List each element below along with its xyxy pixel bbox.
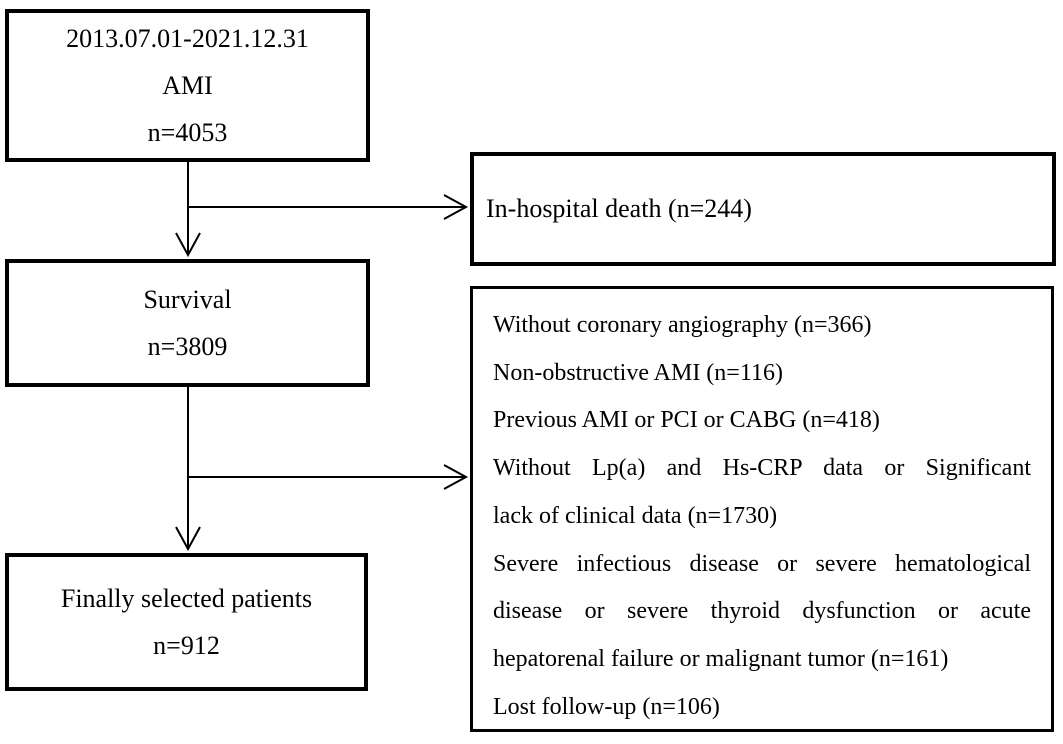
- arrow-branch-to-exclusions: [188, 464, 469, 490]
- arrowhead-down-icon: [175, 526, 201, 552]
- survival-count: n=3809: [147, 332, 228, 361]
- finally-selected-label: Finally selected patients: [60, 584, 313, 613]
- box-exclusion-criteria: Without coronary angiography (n=366) Non…: [470, 286, 1054, 732]
- study-period-text: 2013.07.01-2021.12.31: [66, 24, 309, 53]
- box-finally-selected: Finally selected patients n=912: [5, 553, 368, 691]
- arrowhead-right-icon: [443, 464, 469, 490]
- exclusion-line: Without coronary angiography (n=366): [493, 312, 872, 338]
- exclusion-line: Severe infectious disease or severe hema…: [493, 550, 1031, 577]
- arrowhead-down-icon: [175, 232, 201, 258]
- arrow-branch-to-in-hospital-death: [188, 194, 469, 220]
- box-study-period-ami: 2013.07.01-2021.12.31 AMI n=4053: [5, 9, 370, 162]
- finally-selected-count: n=912: [153, 631, 220, 660]
- exclusion-line: Without Lp(a) and Hs-CRP data or Signifi…: [493, 455, 1031, 482]
- box-survival: Survival n=3809: [5, 259, 370, 387]
- in-hospital-death-text: In-hospital death (n=244): [486, 194, 752, 223]
- exclusion-line: Lost follow-up (n=106): [493, 693, 720, 720]
- exclusion-line: disease or severe thyroid dysfunction or…: [493, 598, 1031, 625]
- exclusion-line: lack of clinical data (n=1730): [493, 502, 778, 529]
- box-in-hospital-death: In-hospital death (n=244): [470, 152, 1056, 266]
- exclusion-line: Previous AMI or PCI or CABG (n=418): [493, 407, 880, 434]
- ami-count: n=4053: [147, 118, 228, 147]
- exclusion-line: Non-obstructive AMI (n=116): [493, 359, 783, 386]
- ami-label: AMI: [162, 71, 213, 100]
- arrow-ami-to-survival: [175, 162, 201, 258]
- exclusion-line: hepatorenal failure or malignant tumor (…: [493, 645, 949, 672]
- arrow-survival-to-final: [175, 387, 201, 552]
- arrowhead-right-icon: [443, 194, 469, 220]
- survival-label: Survival: [143, 285, 232, 314]
